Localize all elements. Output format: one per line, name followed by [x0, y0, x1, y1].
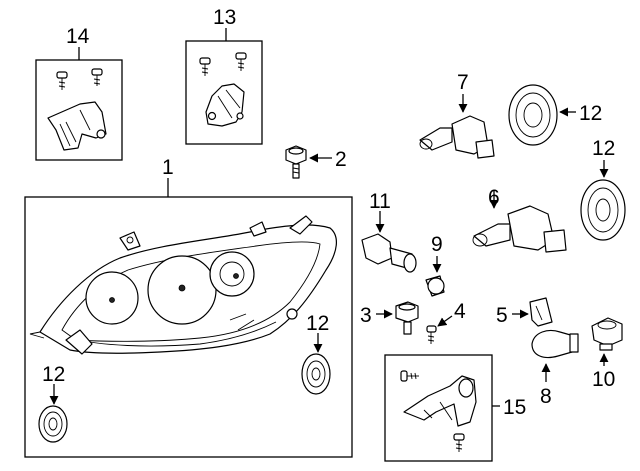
part-2-bolt	[285, 145, 332, 179]
bracket-icon	[403, 375, 477, 427]
part-12-cap-top-right	[508, 84, 576, 146]
callout-3: 3	[360, 304, 372, 327]
part-9-bulb	[425, 256, 445, 297]
part-3-bolt	[376, 301, 419, 335]
screw-icon	[91, 68, 103, 86]
callout-14: 14	[66, 25, 90, 48]
callout-8: 8	[540, 385, 552, 408]
callout-5: 5	[496, 304, 508, 327]
part-6-bulb	[472, 190, 567, 253]
part-13-bracket-kit	[185, 28, 263, 145]
part-10-socket	[591, 317, 623, 366]
callout-12-inner: 12	[306, 312, 329, 335]
part-4-screw	[426, 315, 453, 344]
screw-icon	[400, 370, 419, 382]
part-14-bracket-kit	[35, 47, 123, 161]
part-12-cap-right	[580, 160, 626, 241]
callout-2: 2	[335, 148, 347, 171]
callout-7: 7	[457, 71, 469, 94]
callout-labels: 14 13 2 1 7 12 12 6 11 9 3 4 5 12 12 8 1…	[42, 6, 615, 419]
screw-icon	[199, 57, 211, 76]
screw-icon	[235, 52, 247, 71]
screw-icon	[453, 433, 465, 452]
callout-12-right: 12	[592, 137, 615, 160]
screw-icon	[56, 71, 68, 90]
part-12-cap-inner	[301, 333, 331, 395]
part-15-bracket-kit	[384, 354, 500, 462]
callout-1: 1	[162, 156, 174, 179]
part-12-cap-lower-left	[38, 384, 68, 443]
bracket-icon	[47, 101, 107, 151]
part-11-bulb	[361, 211, 417, 273]
callout-12-top-right: 12	[579, 102, 602, 125]
callout-13: 13	[213, 6, 236, 29]
callout-6: 6	[488, 186, 500, 209]
callout-11: 11	[369, 190, 391, 213]
part-5-clip	[512, 297, 553, 327]
callout-15: 15	[503, 396, 526, 419]
callout-12-lower-left: 12	[42, 363, 65, 386]
part-7-bulb	[419, 94, 495, 159]
callout-4: 4	[454, 300, 466, 323]
part-8-bulb	[531, 329, 579, 382]
part-1-headlamp-assembly	[24, 178, 353, 458]
callout-10: 10	[592, 368, 615, 391]
callout-9: 9	[431, 233, 443, 256]
